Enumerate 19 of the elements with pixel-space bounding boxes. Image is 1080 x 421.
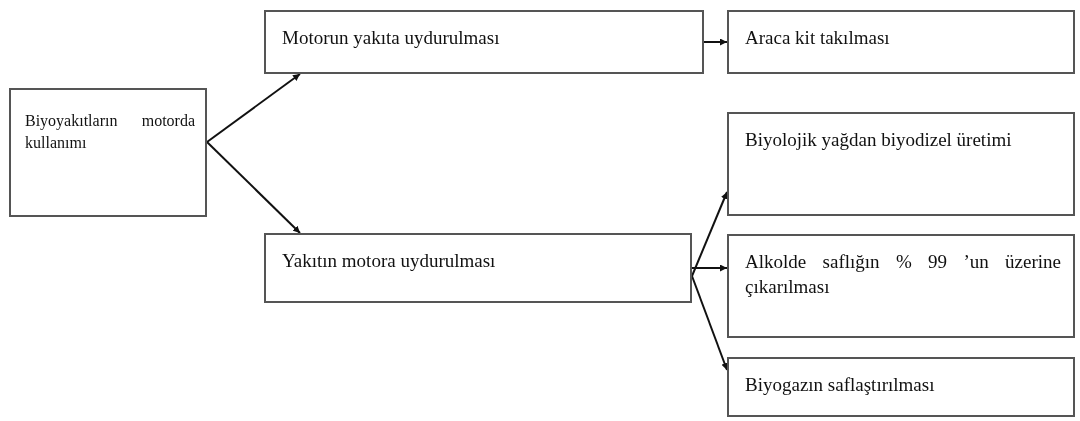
process-box [264, 10, 704, 74]
process-box [9, 88, 207, 217]
process-box [264, 233, 692, 303]
arrow [691, 191, 728, 277]
arrow [206, 73, 301, 143]
process-box [727, 357, 1075, 417]
process-box [727, 234, 1075, 338]
arrow [691, 264, 728, 272]
arrow [703, 38, 728, 46]
box-label: Biyolojik yağdan biyodizel üretimi [745, 128, 1013, 152]
arrow [206, 141, 301, 234]
box-label: Yakıtın motora uydurulması [282, 249, 497, 273]
box-label: Araca kit takılması [745, 26, 891, 50]
process-box [727, 112, 1075, 216]
process-box [727, 10, 1075, 74]
box-label: Alkolde saflığın % 99 ’un üzerine çıkarılması [745, 250, 1061, 299]
box-label: Biyogazın saflaştırılması [745, 373, 936, 397]
box-label: Motorun yakıta uydurulması [282, 26, 501, 50]
box-label: Biyoyakıtların motorda kullanımı [25, 111, 195, 153]
